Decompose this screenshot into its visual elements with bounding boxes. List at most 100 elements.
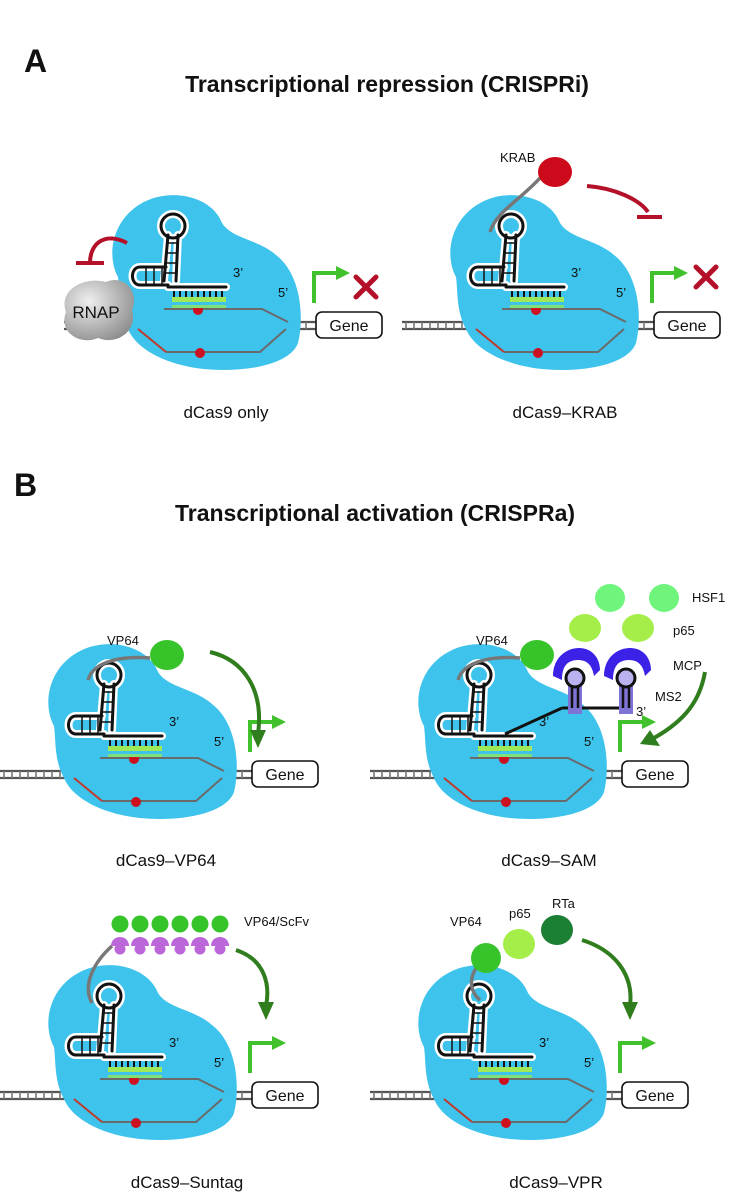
dcas9-complex [0,965,318,1140]
suntag-vp64-domain [111,915,129,933]
suntag-peptide [134,943,146,955]
rnap-label: RNAP [72,303,119,322]
caption-dcas9-only: dCas9 only [183,403,269,422]
x-icon [353,274,379,300]
p65-label: p65 [673,623,695,638]
activation-arrowhead [258,1002,274,1020]
five-prime-label: 5’ [214,734,224,749]
suntag-vp64-domain [171,915,189,933]
hsf1-domain [649,584,679,612]
crispra-dcas9-suntag: VP64/ScFv 3’ 5’ Gene dCas9–Suntag [0,914,318,1192]
suntag-scfv-domain [111,937,129,946]
hsf1-domain [595,584,625,612]
activation-arrow [235,948,270,1007]
five-prime-label: 5’ [214,1055,224,1070]
three-prime-label: 3’ [169,1035,179,1050]
activation-arrowhead [640,730,660,746]
crispri-dcas9-krab: KRAB 3’ 5’ Gene dCas9–KRAB [402,150,720,422]
crispra-dcas9-sam: VP64 HSF1 p65 MCP MS2 3’ 3’ 5’ Gene dCas… [370,584,725,870]
crispri-dcas9-only: RNAP 3’ 5’ Gene dCas9 only [64,195,382,422]
vp64-domain [150,640,184,670]
activation-arrow [581,938,633,1007]
dcas9-complex [0,644,318,819]
suntag-vp64-domain [131,915,149,933]
suntag-peptide [214,943,226,955]
caption-dcas9-suntag: dCas9–Suntag [131,1173,243,1192]
p65-domain [622,614,654,642]
panel-b-letter: B [14,467,37,503]
crispra-dcas9-vp64: VP64 3’ 5’ Gene dCas9–VP64 [0,633,318,870]
ms2-loop [615,667,637,689]
mcp-label: MCP [673,658,702,673]
repression-arc [586,184,650,214]
caption-dcas9-vpr: dCas9–VPR [509,1173,603,1192]
suntag-scfv-domain [151,937,169,946]
repression-arc [88,236,128,264]
mcp-protein [553,648,600,680]
vp64-label: VP64 [476,633,508,648]
suntag-peptide [154,943,166,955]
dcas9-complex [370,644,688,819]
linker [86,655,151,681]
linker [86,944,114,1004]
hsf1-label: HSF1 [692,590,725,605]
vp64-label: VP64 [107,633,139,648]
rta-domain [541,915,573,945]
activation-arrow [209,650,262,735]
suntag-peptide [174,943,186,955]
vp64-scfv-label: VP64/ScFv [244,914,310,929]
krab-label: KRAB [500,150,535,165]
suntag-array [111,915,229,955]
linker [488,176,542,233]
vp64-domain [520,640,554,670]
rnap-blob [64,280,135,341]
three-prime-label: 3’ [539,714,549,729]
gene-label: Gene [667,318,706,335]
activation-arrowhead [250,730,266,748]
suntag-scfv-domain [191,937,209,946]
suntag-vp64-domain [191,915,209,933]
panel-b-title: Transcriptional activation (CRISPRa) [175,500,575,526]
suntag-scfv-domain [171,937,189,946]
mcp-protein [604,648,651,680]
dcas9-complex [402,195,720,370]
dcas9-complex [370,965,688,1140]
suntag-vp64-domain [211,915,229,933]
gene-label: Gene [265,1088,304,1105]
gene-label: Gene [329,318,368,335]
caption-dcas9-sam: dCas9–SAM [501,851,596,870]
ms2-label: MS2 [655,689,682,704]
five-prime-label: 5’ [584,734,594,749]
suntag-scfv-domain [211,937,229,946]
p65-domain [569,614,601,642]
suntag-scfv-domain [131,937,149,946]
crispra-dcas9-vpr: VP64 p65 RTa 3’ 5’ Gene dCas9–VPR [370,896,688,1192]
suntag-vp64-domain [151,915,169,933]
five-prime-label: 5’ [616,285,626,300]
three-prime-label: 3’ [636,704,646,719]
five-prime-label: 5’ [584,1055,594,1070]
p65-label: p65 [509,906,531,921]
vp64-label: VP64 [450,914,482,929]
p65-domain [503,929,535,959]
ms2-stem-lines [570,686,631,708]
three-prime-label: 3’ [539,1035,549,1050]
five-prime-label: 5’ [278,285,288,300]
three-prime-label: 3’ [233,265,243,280]
panel-a-letter: A [24,43,47,79]
linker [456,655,521,681]
krab-domain [538,157,572,187]
gene-label: Gene [635,1088,674,1105]
three-prime-label: 3’ [169,714,179,729]
caption-dcas9-krab: dCas9–KRAB [513,403,618,422]
vp64-domain [471,943,501,973]
suntag-peptide [194,943,206,955]
three-prime-label: 3’ [571,265,581,280]
x-icon [693,264,719,290]
gene-label: Gene [265,767,304,784]
gene-label: Gene [635,767,674,784]
activation-arrowhead [622,1002,638,1020]
ms2-loop [564,667,586,689]
rta-label: RTa [552,896,576,911]
